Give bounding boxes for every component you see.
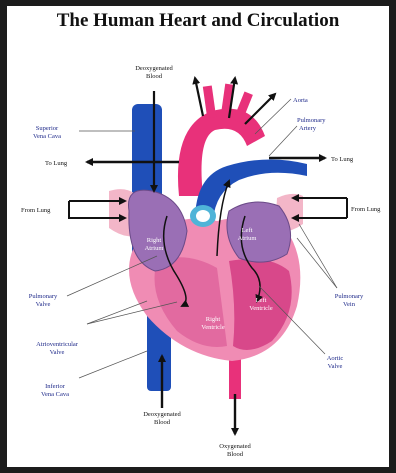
label-left-atrium-1: Left	[242, 227, 253, 234]
pulmonary-valve-center	[196, 210, 210, 222]
label-oxygenated-1: Oxygenated	[219, 443, 251, 450]
label-aorta: Aorta	[293, 97, 308, 104]
label-deoxygenated-top-2: Blood	[146, 73, 163, 80]
left-atrium	[227, 202, 291, 262]
label-pulmonary-artery-2: Artery	[299, 125, 317, 132]
label-pulmonary-valve-1: Pulmonary	[29, 293, 58, 300]
label-superior-vena-cava-1: Superior	[36, 125, 59, 132]
label-pulmonary-vein-1: Pulmonary	[335, 293, 364, 300]
label-deoxygenated-bottom-2: Blood	[154, 419, 171, 426]
label-inferior-vena-cava-1: Inferior	[45, 383, 66, 390]
label-right-ventricle-2: Ventricle	[201, 324, 225, 331]
label-right-atrium-2: Atrium	[145, 245, 164, 252]
label-inferior-vena-cava-2: Vena Cava	[41, 391, 69, 398]
label-superior-vena-cava-2: Vena Cava	[33, 133, 61, 140]
label-left-ventricle-2: Ventricle	[249, 305, 273, 312]
label-atrioventricular-valve-1: Atrioventricular	[36, 341, 79, 348]
label-pulmonary-vein-2: Vein	[343, 301, 356, 308]
label-deoxygenated-bottom-1: Deoxygenated	[143, 411, 181, 418]
diagram-panel: The Human Heart and Circulation	[7, 6, 389, 467]
label-aortic-valve-2: Valve	[328, 363, 343, 370]
label-atrioventricular-valve-2: Valve	[50, 349, 65, 356]
label-from-lung-left: From Lung	[21, 207, 51, 214]
label-right-ventricle-1: Right	[206, 316, 221, 323]
label-pulmonary-valve-2: Valve	[36, 301, 51, 308]
label-aortic-valve-1: Aortic	[327, 355, 344, 362]
label-to-lung-right: To Lung	[331, 156, 354, 163]
aorta-up-arrow-1	[195, 78, 203, 116]
label-left-atrium-2: Atrium	[238, 235, 257, 242]
label-deoxygenated-top-1: Deoxygenated	[135, 65, 173, 72]
aorta-branch-1	[203, 85, 216, 118]
label-pulmonary-artery-1: Pulmonary	[297, 117, 326, 124]
heart-diagram: Deoxygenated Blood Aorta Pulmonary Arter…	[7, 6, 389, 467]
label-right-atrium-1: Right	[147, 237, 162, 244]
label-oxygenated-2: Blood	[227, 451, 244, 458]
label-to-lung-left: To Lung	[45, 160, 68, 167]
label-left-ventricle-1: Left	[256, 297, 267, 304]
label-from-lung-right: From Lung	[351, 206, 381, 213]
